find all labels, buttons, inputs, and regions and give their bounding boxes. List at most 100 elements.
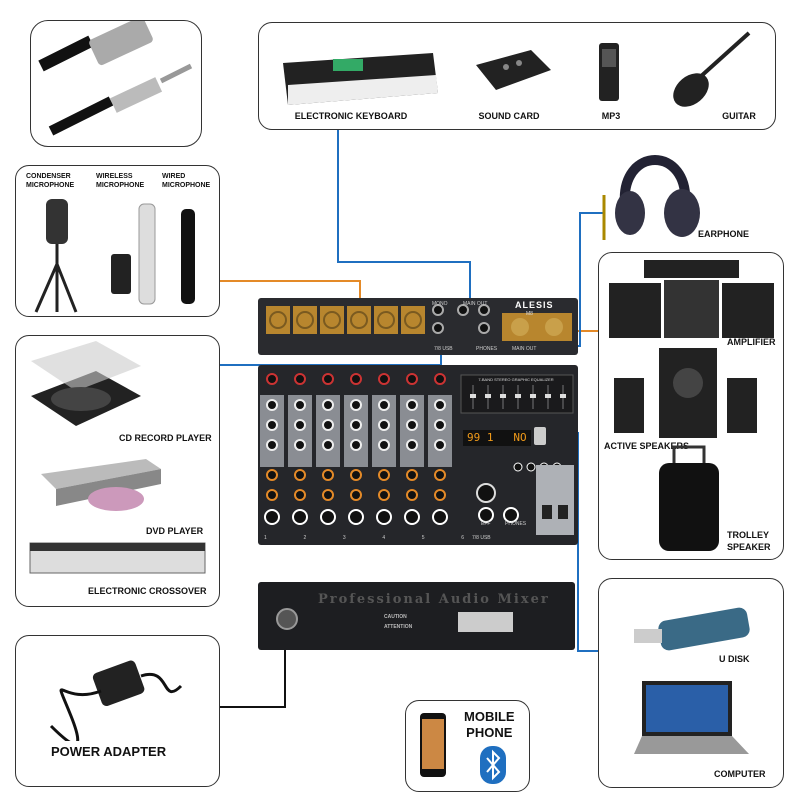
- label-line: MICROPHONE: [162, 182, 211, 189]
- knob[interactable]: [434, 419, 446, 431]
- knob[interactable]: [404, 509, 420, 525]
- phones-knob[interactable]: [503, 507, 519, 523]
- eq-fader[interactable]: [470, 394, 476, 398]
- knob[interactable]: [434, 439, 446, 451]
- mic-cable: [359, 280, 361, 305]
- knob[interactable]: [434, 489, 446, 501]
- knob[interactable]: [294, 419, 306, 431]
- eq-fader[interactable]: [560, 394, 566, 398]
- xlr-input-jack[interactable]: [323, 311, 341, 329]
- button-knob[interactable]: [513, 462, 523, 472]
- knob[interactable]: [294, 399, 306, 411]
- knob[interactable]: [292, 509, 308, 525]
- channel-label: 4: [382, 535, 386, 541]
- xlr-input-jack[interactable]: [350, 311, 368, 329]
- label-u-disk: U DISK: [719, 654, 750, 664]
- knob[interactable]: [378, 469, 390, 481]
- knob[interactable]: [406, 439, 418, 451]
- knob[interactable]: [266, 419, 278, 431]
- knob[interactable]: [378, 439, 390, 451]
- knob[interactable]: [266, 373, 278, 385]
- knob[interactable]: [322, 419, 334, 431]
- knob[interactable]: [348, 509, 364, 525]
- storage-panel: U DISK COMPUTER: [598, 578, 784, 788]
- channel-label: 1: [264, 535, 267, 541]
- knob[interactable]: [350, 489, 362, 501]
- audio-jack[interactable]: [432, 304, 444, 316]
- knob[interactable]: [266, 439, 278, 451]
- mixer-brand: ALESIS: [515, 300, 554, 310]
- eq-fader[interactable]: [515, 394, 521, 398]
- knob[interactable]: [406, 489, 418, 501]
- xlr-output-jack[interactable]: [545, 318, 563, 336]
- knob[interactable]: [350, 419, 362, 431]
- knob[interactable]: [406, 469, 418, 481]
- knob[interactable]: [322, 373, 334, 385]
- main-fader-area[interactable]: [536, 465, 574, 535]
- audio-jack[interactable]: [478, 322, 490, 334]
- audio-jack[interactable]: [478, 304, 490, 316]
- knob[interactable]: [406, 399, 418, 411]
- knob[interactable]: [378, 419, 390, 431]
- main-fader[interactable]: [542, 505, 552, 519]
- knob[interactable]: [378, 399, 390, 411]
- xlr-input-jack[interactable]: [404, 311, 422, 329]
- xlr-input-jack[interactable]: [377, 311, 395, 329]
- eq-fader[interactable]: [530, 394, 536, 398]
- knob[interactable]: [322, 439, 334, 451]
- power-adapter-panel: POWER ADAPTER: [15, 635, 220, 787]
- effect-select-knob[interactable]: [476, 483, 496, 503]
- main-fader[interactable]: [558, 505, 568, 519]
- label-line: WIRED: [162, 173, 186, 180]
- knob[interactable]: [264, 509, 280, 525]
- led-display: 99 1 NO: [463, 430, 531, 446]
- knob[interactable]: [294, 439, 306, 451]
- knob[interactable]: [294, 489, 306, 501]
- label-computer: COMPUTER: [714, 769, 766, 779]
- knob[interactable]: [322, 469, 334, 481]
- amplifier-icon: [609, 260, 774, 338]
- xlr-output-jack[interactable]: [511, 318, 529, 336]
- caution-text: CAUTION: [384, 614, 407, 620]
- audio-jack[interactable]: [457, 304, 469, 316]
- xlr-input-jack[interactable]: [296, 311, 314, 329]
- knob[interactable]: [350, 469, 362, 481]
- knob[interactable]: [432, 509, 448, 525]
- knob[interactable]: [294, 373, 306, 385]
- eq-fader[interactable]: [485, 394, 491, 398]
- knob[interactable]: [322, 399, 334, 411]
- mixer-inputs: [266, 304, 572, 341]
- knob[interactable]: [350, 373, 362, 385]
- guitar-icon: [673, 31, 751, 107]
- eq-fader[interactable]: [545, 394, 551, 398]
- audio-jack[interactable]: [432, 322, 444, 334]
- keyboard-cable: [469, 261, 471, 301]
- knob[interactable]: [434, 469, 446, 481]
- knob[interactable]: [350, 439, 362, 451]
- knob[interactable]: [434, 373, 446, 385]
- usb-port[interactable]: [534, 427, 546, 445]
- knob[interactable]: [266, 469, 278, 481]
- knob[interactable]: [378, 373, 390, 385]
- knob[interactable]: [266, 489, 278, 501]
- knob[interactable]: [376, 509, 392, 525]
- knob[interactable]: [266, 399, 278, 411]
- knob[interactable]: [350, 399, 362, 411]
- knob[interactable]: [294, 469, 306, 481]
- knob[interactable]: [406, 373, 418, 385]
- label-active-speakers: ACTIVE SPEAKERS: [604, 441, 690, 451]
- knob[interactable]: [320, 509, 336, 525]
- knob[interactable]: [378, 489, 390, 501]
- xlr-input-jack[interactable]: [269, 311, 287, 329]
- label-line: MICROPHONE: [26, 182, 75, 189]
- button-knob[interactable]: [526, 462, 536, 472]
- knob[interactable]: [434, 399, 446, 411]
- eq-fader[interactable]: [500, 394, 506, 398]
- eff-knob[interactable]: [478, 507, 494, 523]
- power-socket[interactable]: [276, 608, 298, 630]
- knob[interactable]: [406, 419, 418, 431]
- knob[interactable]: [322, 489, 334, 501]
- channel-label: 6: [461, 535, 464, 541]
